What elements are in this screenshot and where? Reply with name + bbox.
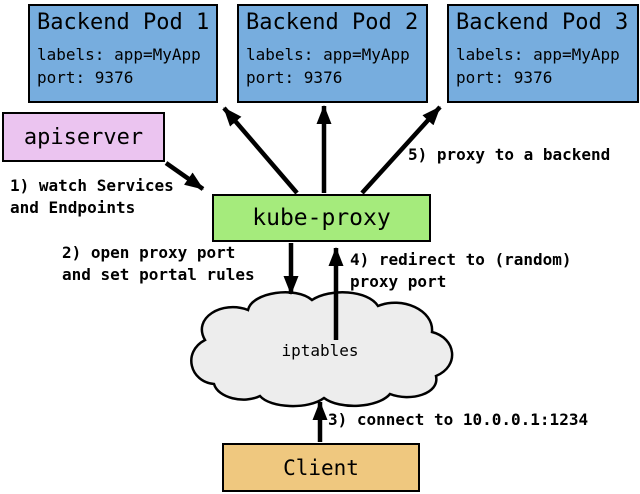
backend-pod-1-title: Backend Pod 1	[37, 10, 210, 35]
kube-proxy-label: kube-proxy	[252, 205, 391, 231]
arrow-kube-proxy-to-pod3	[360, 105, 442, 195]
arrow-apiserver-to-kube-proxy	[164, 161, 205, 191]
annotation-step2: 2) open proxy port and set portal rules	[62, 242, 255, 286]
backend-pod-3-title: Backend Pod 3	[456, 10, 629, 35]
annotation-step4: 4) redirect to (random) proxy port	[350, 249, 572, 293]
backend-pod-3-labels: labels: app=MyApp	[456, 45, 620, 64]
annotation-step4-line1: 4) redirect to (random)	[350, 250, 572, 269]
apiserver-label: apiserver	[23, 124, 144, 150]
annotation-step5: 5) proxy to a backend	[408, 144, 610, 166]
backend-pod-1: Backend Pod 1 labels: app=MyApp port: 93…	[28, 4, 218, 103]
backend-pod-2-title: Backend Pod 2	[246, 10, 419, 35]
iptables-label: iptables	[281, 341, 359, 360]
client-label: Client	[283, 455, 359, 480]
annotation-step3: 3) connect to 10.0.0.1:1234	[328, 409, 588, 431]
backend-pod-3: Backend Pod 3 labels: app=MyApp port: 93…	[447, 4, 639, 103]
annotation-step1-line1: 1) watch Services	[10, 176, 174, 195]
client-node: Client	[222, 443, 420, 492]
annotation-step3-line1: 3) connect to 10.0.0.1:1234	[328, 410, 589, 429]
backend-pod-3-port: port: 9376	[456, 68, 553, 87]
annotation-step2-line2: and set portal rules	[62, 265, 255, 284]
backend-pod-2: Backend Pod 2 labels: app=MyApp port: 93…	[237, 4, 428, 103]
arrow-kube-proxy-to-pod1	[222, 106, 299, 195]
backend-pod-1-labels: labels: app=MyApp	[37, 45, 201, 64]
backend-pod-2-labels: labels: app=MyApp	[246, 45, 410, 64]
apiserver-node: apiserver	[2, 112, 165, 162]
backend-pod-2-port: port: 9376	[246, 68, 343, 87]
annotation-step2-line1: 2) open proxy port	[62, 243, 236, 262]
annotation-step5-line1: 5) proxy to a backend	[408, 145, 611, 164]
backend-pod-1-port: port: 9376	[37, 68, 134, 87]
annotation-step1-line2: and Endpoints	[10, 198, 136, 217]
kube-proxy-node: kube-proxy	[212, 194, 431, 242]
annotation-step1: 1) watch Services and Endpoints	[10, 175, 174, 219]
annotation-step4-line2: proxy port	[350, 272, 447, 291]
